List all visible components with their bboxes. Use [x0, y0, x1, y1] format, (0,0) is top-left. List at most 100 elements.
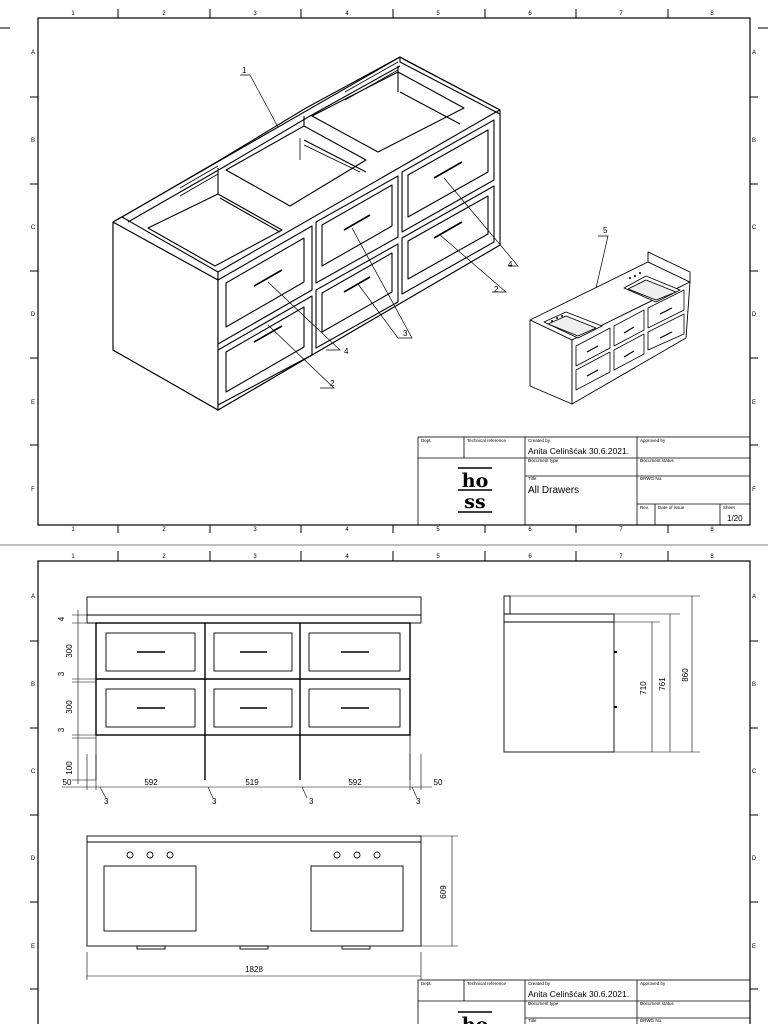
s2-zone-col-3: 3: [253, 554, 257, 560]
tb2-drwg-label: DRWG No.: [640, 1018, 662, 1023]
s2-zone-col-1: 1: [71, 554, 75, 560]
zone-col-3: 3: [253, 11, 257, 17]
zone-row-e-right: E: [752, 400, 756, 406]
zone-row-f: F: [31, 487, 35, 493]
zone-col-4-bottom: 4: [345, 527, 349, 533]
dim-w1: 592: [144, 778, 158, 787]
dim-gap-b: 3: [212, 797, 217, 806]
tb1-sheet: 1/20: [727, 514, 743, 523]
s2-zone-col-2: 2: [162, 554, 166, 560]
s2-zone-col-5: 5: [436, 554, 440, 560]
tb1-title: All Drawers: [528, 485, 579, 496]
logo-top-text: ho: [462, 470, 489, 492]
dim-gap-c: 3: [309, 797, 314, 806]
callout-4a: 4: [344, 347, 349, 356]
callout-5: 5: [603, 226, 608, 235]
dim-gap-d: 3: [416, 797, 421, 806]
zone-col-2: 2: [162, 11, 166, 17]
zone-row-a-right: A: [752, 50, 756, 56]
dim-gap-a: 3: [104, 797, 109, 806]
dim-w2: 519: [245, 778, 259, 787]
dim-top-board: 4: [57, 616, 66, 621]
dim-total-width: 1828: [245, 965, 263, 974]
drawing-sheet-2: 1 2 3 4 5 6 7 8 A B C D E A B C D E: [0, 540, 768, 1024]
s2-zone-row-e: E: [31, 944, 35, 950]
vanity-assembled-view: [529, 251, 691, 405]
dim-side-h3: 860: [681, 668, 690, 682]
s2-zone-row-e-right: E: [752, 944, 756, 950]
tb2-techref-label: Technical reference: [467, 981, 507, 986]
s2-zone-row-d: D: [31, 856, 36, 862]
dim-side-right: 50: [434, 778, 443, 787]
s2-zone-row-a: A: [31, 594, 35, 600]
tb1-doctype-label: Document type: [528, 458, 559, 463]
tb2-created-by: Anita Celinšćak 30.6.2021.: [528, 989, 629, 999]
callout-3a: 3: [403, 329, 408, 338]
callout-labels: 1 2 3 4 5 2 4: [242, 66, 608, 388]
dim-gap2: 3: [57, 727, 66, 732]
tb1-title-label: Title: [528, 476, 537, 481]
s2-zone-row-a-right: A: [752, 594, 756, 600]
tb2-title-label: Title: [528, 1018, 537, 1023]
side-elevation: [503, 595, 617, 753]
s2-zone-col-7: 7: [619, 554, 623, 560]
dim-gap1: 3: [57, 671, 66, 676]
zone-col-1-bottom: 1: [71, 527, 75, 533]
tb1-sheet-label: Sheet: [723, 505, 736, 510]
zone-row-c-right: C: [752, 225, 757, 231]
tb1-createdby-label: Created by: [528, 438, 551, 443]
title-block-sheet-2: Dept. Technical reference Created by Ani…: [417, 979, 751, 1024]
zone-row-b: B: [31, 138, 35, 144]
zone-col-2-bottom: 2: [162, 527, 166, 533]
tb2-createdby-label: Created by: [528, 981, 551, 986]
top-plan-view: [86, 835, 422, 950]
callout-leaders: [240, 74, 609, 389]
tb1-drwg-label: DRWG No.: [640, 476, 662, 481]
s2-zone-row-c-right: C: [752, 769, 757, 775]
zone-col-5: 5: [436, 11, 440, 17]
zone-col-8-bottom: 8: [710, 527, 714, 533]
zone-col-7: 7: [619, 11, 623, 17]
tb2-docstatus-label: Document status: [640, 1001, 675, 1006]
zone-row-f-right: F: [752, 487, 756, 493]
tb1-dept-label: Dept.: [421, 438, 432, 443]
zone-col-4: 4: [345, 11, 349, 17]
tb1-rev-label: Rev.: [640, 505, 649, 510]
zone-row-b-right: B: [752, 138, 756, 144]
zone-col-6-bottom: 6: [528, 527, 532, 533]
tb2-dept-label: Dept.: [421, 981, 432, 986]
zone-col-3-bottom: 3: [253, 527, 257, 533]
dim-depth: 609: [439, 885, 448, 899]
s2-zone-row-b-right: B: [752, 682, 756, 688]
cabinet-isometric-view: [112, 56, 501, 411]
logo-bottom-text: ss: [464, 491, 485, 513]
callout-2b: 2: [494, 285, 499, 294]
zone-col-5-bottom: 5: [436, 527, 440, 533]
zone-row-a: A: [31, 50, 35, 56]
s2-zone-col-6: 6: [528, 554, 532, 560]
tb2-doctype-label: Document type: [528, 1001, 559, 1006]
dim-drawer-h2: 300: [65, 700, 74, 714]
tb1-created-by: Anita Celinšćak 30.6.2021.: [528, 446, 629, 456]
zone-row-d-right: D: [752, 312, 757, 318]
dim-w3: 592: [348, 778, 362, 787]
callout-2a: 2: [330, 379, 335, 388]
zone-row-c: C: [31, 225, 36, 231]
tb1-techref-label: Technical reference: [467, 438, 507, 443]
zone-row-e: E: [31, 400, 35, 406]
dim-plinth: 100: [65, 761, 74, 775]
tb1-date-label: Date of issue: [658, 505, 685, 510]
callout-4b: 4: [508, 260, 513, 269]
drawer-handles: [253, 161, 463, 343]
s2-zone-row-d-right: D: [752, 856, 757, 862]
dim-drawer-h1: 300: [65, 644, 74, 658]
logo2-top-text: ho: [462, 1014, 489, 1024]
tb1-approvedby-label: Approved by: [640, 438, 666, 443]
top-dimensions: [86, 835, 458, 980]
tb1-docstatus-label: Document status: [640, 458, 675, 463]
s2-zone-col-8: 8: [710, 554, 714, 560]
dim-side-h1: 710: [639, 681, 648, 695]
tb2-approvedby-label: Approved by: [640, 981, 666, 986]
callout-1: 1: [242, 66, 247, 75]
zone-col-6: 6: [528, 11, 532, 17]
